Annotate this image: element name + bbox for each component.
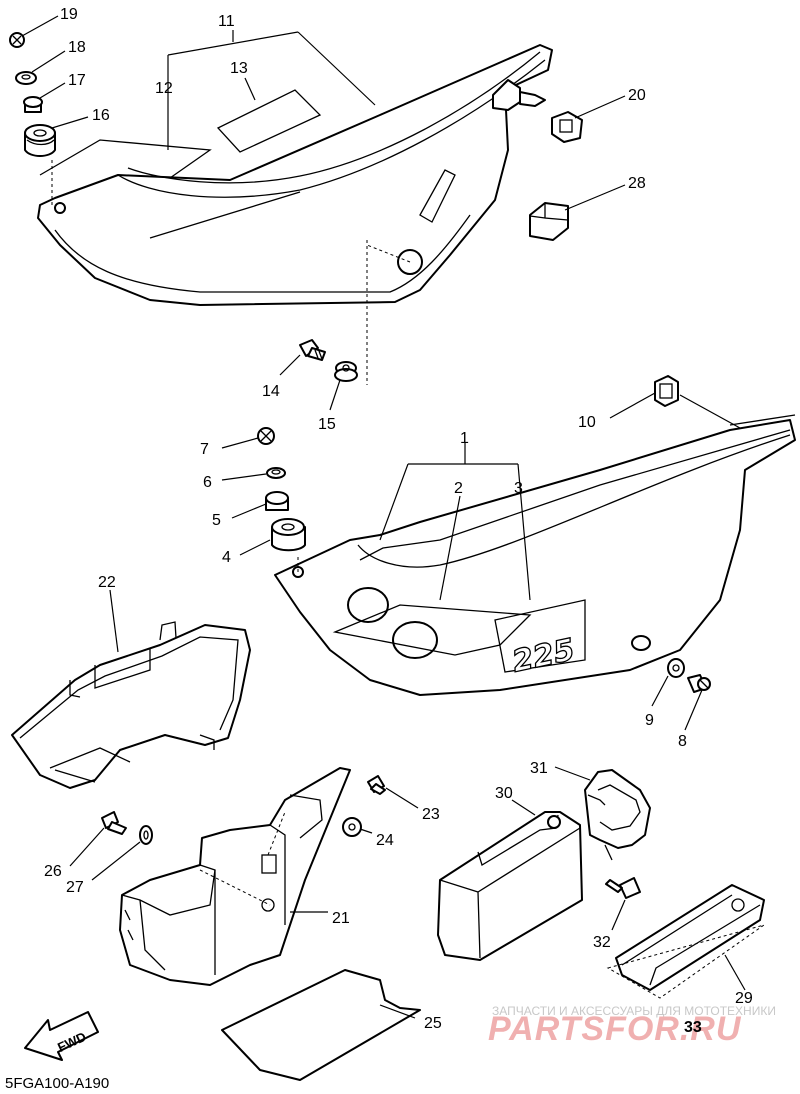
- part-20-pin: [492, 79, 546, 111]
- damper-28: [529, 202, 569, 241]
- lower-side-cover: [274, 414, 796, 696]
- label-4: 4: [222, 549, 231, 566]
- grommet-20: [551, 111, 583, 143]
- label-23: 23: [422, 806, 440, 823]
- decal-13: [216, 89, 322, 153]
- label-13: 13: [230, 60, 248, 77]
- watermark-tagline: ЗАПЧАСТИ И АКСЕССУАРЫ ДЛЯ МОТОТЕХНИКИ: [492, 1004, 776, 1018]
- label-24: 24: [376, 832, 394, 849]
- label-32: 32: [593, 934, 611, 951]
- label-26: 26: [44, 863, 62, 880]
- label-15: 15: [318, 416, 336, 433]
- label-3: 3: [514, 480, 523, 497]
- toolbox-21: [119, 767, 351, 986]
- fwd-arrow-icon: FWD: [24, 1011, 99, 1061]
- fasteners-14-15: [299, 339, 358, 382]
- label-9: 9: [645, 712, 654, 729]
- watermark: ЗАПЧАСТИ И АКСЕССУАРЫ ДЛЯ МОТОТЕХНИКИ PA…: [488, 1004, 776, 1048]
- label-28: 28: [628, 175, 646, 192]
- cover-29: [615, 884, 765, 991]
- label-12: 12: [155, 80, 173, 97]
- diagram-code: 5FGA100-A190: [5, 1075, 109, 1092]
- label-31: 31: [530, 760, 548, 777]
- battery-band-31: [584, 769, 651, 861]
- grommet-10: [654, 375, 679, 407]
- bolt-32: [605, 877, 641, 899]
- label-33: 33: [684, 1019, 702, 1036]
- label-11: 11: [218, 13, 235, 30]
- label-1: 1: [460, 430, 469, 447]
- label-21: 21: [332, 910, 350, 927]
- dash-lower: [199, 555, 299, 906]
- label-8: 8: [678, 733, 687, 750]
- label-30: 30: [495, 785, 513, 802]
- fasteners-8-9: [667, 658, 711, 693]
- fasteners-4-7: [257, 427, 306, 552]
- leader-lines: [21, 15, 746, 1019]
- label-25: 25: [424, 1015, 442, 1032]
- fasteners-16-19: [9, 32, 56, 157]
- label-18: 18: [68, 39, 86, 56]
- label-19: 19: [60, 6, 78, 23]
- label-29: 29: [735, 990, 753, 1007]
- sheet-25: [221, 969, 421, 1081]
- upper-side-cover: [37, 44, 553, 306]
- label-5: 5: [212, 512, 221, 529]
- label-27: 27: [66, 879, 84, 896]
- label-6: 6: [203, 474, 212, 491]
- battery-box-30: [437, 811, 583, 961]
- watermark-brand: PARTSFOR.RU: [488, 1010, 742, 1048]
- label-20: 20: [628, 87, 646, 104]
- label-7: 7: [200, 441, 209, 458]
- label-14: 14: [262, 383, 280, 400]
- dash-upper: [51, 160, 411, 385]
- label-16: 16: [92, 107, 110, 124]
- callout-numbers: 19 18 17 16 11 12 13 20 28 14 15 1 2 3 1…: [44, 6, 753, 1032]
- bracket-22: [11, 621, 251, 789]
- label-22: 22: [98, 574, 116, 591]
- label-17: 17: [68, 72, 86, 89]
- fasteners-23-27: [101, 775, 386, 845]
- dash-33-outline: [606, 924, 765, 999]
- label-2: 2: [454, 480, 463, 497]
- label-10: 10: [578, 414, 596, 431]
